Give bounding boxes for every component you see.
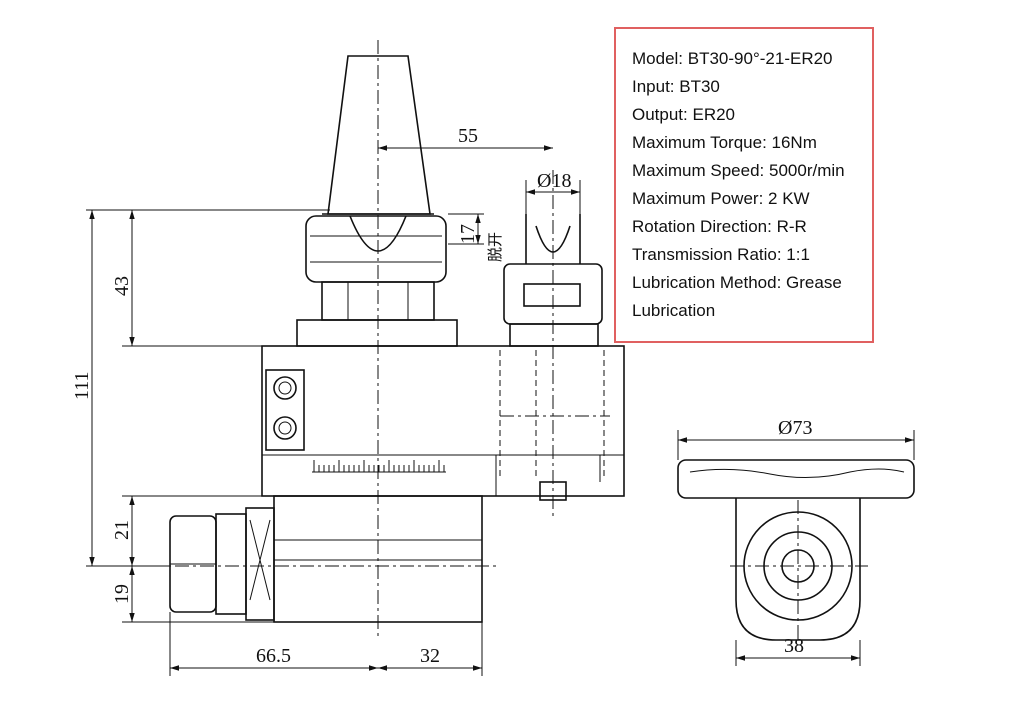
dim-19: 19 <box>111 584 133 604</box>
release-note: 脱开 <box>486 232 504 262</box>
spec-max-torque: Maximum Torque: 16Nm <box>632 133 817 152</box>
spec-lubrication: Lubrication Method: Grease <box>632 273 842 292</box>
spec-max-speed: Maximum Speed: 5000r/min <box>632 161 845 180</box>
dim-66-5: 66.5 <box>256 645 291 667</box>
dim-32: 32 <box>420 645 440 667</box>
tool-flange <box>305 215 447 283</box>
front-view: 55 Ø18 17 脱开 43 111 21 19 66.5 <box>71 40 625 676</box>
side-body <box>735 498 861 641</box>
dim-17: 17 <box>457 224 479 244</box>
taper-shank <box>327 55 431 215</box>
spec-max-power: Maximum Power: 2 KW <box>632 189 810 208</box>
side-flange <box>677 459 915 499</box>
dim-111: 111 <box>71 371 93 400</box>
dim-21: 21 <box>111 520 133 540</box>
side-view: Ø73 38 <box>677 417 915 666</box>
spec-panel: Model: BT30-90°-21-ER20 Input: BT30 Outp… <box>614 27 874 343</box>
bolt-upper <box>273 376 297 400</box>
bolt-lower <box>273 416 297 440</box>
dim-d73: Ø73 <box>778 417 812 439</box>
spec-model: Model: BT30-90°-21-ER20 <box>632 49 833 68</box>
spec-ratio: Transmission Ratio: 1:1 <box>632 245 810 264</box>
spec-lubrication-cont: Lubrication <box>632 301 716 320</box>
dim-55: 55 <box>458 125 478 147</box>
angle-scale <box>313 460 445 472</box>
spec-output: Output: ER20 <box>632 105 736 124</box>
housing-body <box>261 345 625 497</box>
spec-rotation: Rotation Direction: R-R <box>632 217 807 236</box>
spec-input: Input: BT30 <box>632 77 720 96</box>
dim-d18: Ø18 <box>537 170 571 192</box>
dim-38: 38 <box>784 635 804 657</box>
dim-43: 43 <box>111 276 133 296</box>
